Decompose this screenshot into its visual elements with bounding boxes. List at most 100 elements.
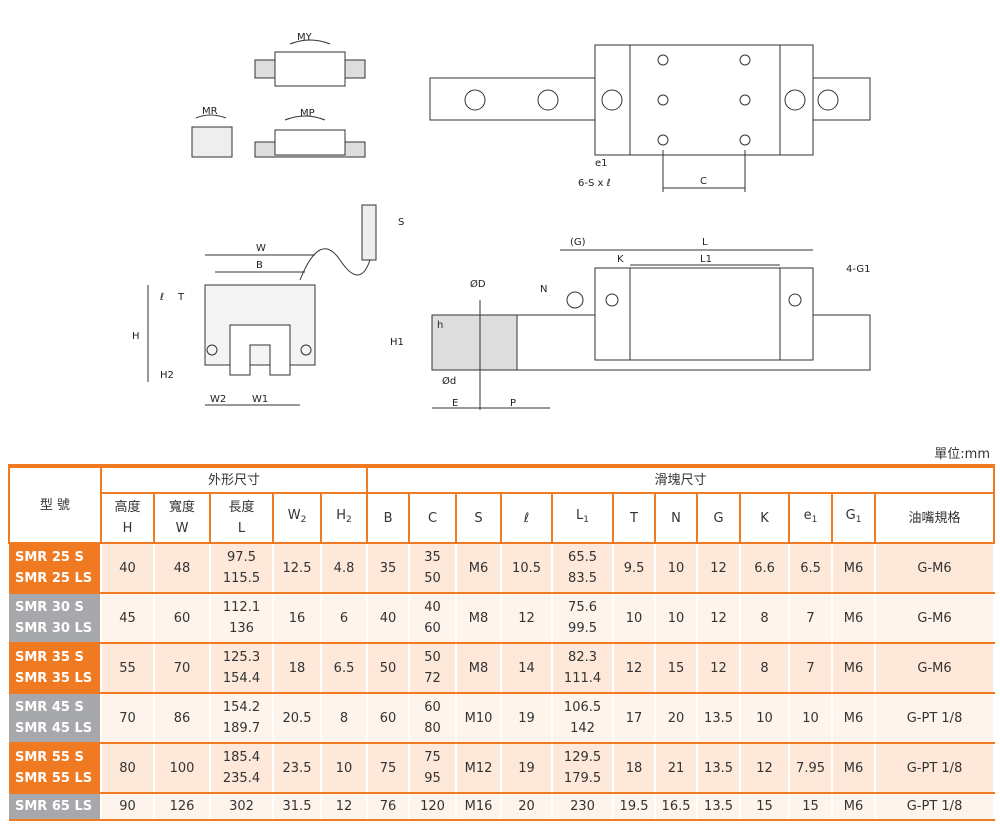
value-cell: G-M6 <box>875 643 996 694</box>
value-cell: 129.5 179.5 <box>552 743 615 794</box>
label-h: H <box>132 331 140 342</box>
value-cell: 18 <box>613 743 657 794</box>
value-cell: 90 <box>101 793 155 821</box>
value-cell: M6 <box>832 543 877 594</box>
value-cell: G-PT 1/8 <box>875 743 996 794</box>
label-w1: W1 <box>252 394 268 405</box>
value-cell: G-M6 <box>875 543 996 594</box>
value-cell: 302 <box>210 793 274 821</box>
column-header-label: 油嘴規格 <box>908 510 961 526</box>
value-cell: M12 <box>456 743 503 794</box>
value-cell: 19.5 <box>613 793 657 821</box>
technical-drawings: MY MR MP e1 6-S x ℓ C W B ℓ T H H2 W2 W1… <box>132 32 871 410</box>
column-header: C <box>408 492 458 544</box>
label-l-small: ℓ <box>160 292 164 303</box>
column-header: S <box>455 492 503 544</box>
model-name: SMR 35 LS <box>15 671 93 686</box>
value-cell: 55 <box>101 643 155 694</box>
column-header: e1 <box>788 492 834 544</box>
value-cell: 40 <box>101 543 155 594</box>
model-name: SMR 30 S <box>15 600 84 615</box>
value-cell: 35 <box>367 543 411 594</box>
value-cell: 154.2 189.7 <box>210 693 274 744</box>
value-cell: 65.5 83.5 <box>552 543 615 594</box>
value-cell: 9.5 <box>613 543 657 594</box>
column-header: W2 <box>272 492 322 544</box>
label-t: T <box>177 292 185 303</box>
value-cell: 185.4 235.4 <box>210 743 274 794</box>
label-my: MY <box>297 32 313 43</box>
label-s: S <box>398 217 404 228</box>
moment-mp-drawing: MP <box>254 108 366 158</box>
value-cell: 80 <box>101 743 155 794</box>
value-cell: 6.6 <box>740 543 791 594</box>
value-cell: 10 <box>655 593 699 644</box>
label-l: L <box>702 237 708 248</box>
label-e1: e1 <box>595 158 608 169</box>
value-cell: 12.5 <box>273 543 322 594</box>
model-name: SMR 45 S <box>15 700 84 715</box>
value-cell: 10 <box>789 693 834 744</box>
column-header-label: N <box>671 510 681 526</box>
value-cell: 18 <box>273 643 322 694</box>
label-l1: L1 <box>700 254 712 265</box>
value-cell: 10 <box>613 593 657 644</box>
column-header-label: K <box>760 510 769 526</box>
model-name: SMR 55 LS <box>15 771 93 786</box>
group-block-header: 滑塊尺寸 <box>366 465 996 494</box>
label-w: W <box>256 243 266 254</box>
value-cell: 10 <box>740 693 791 744</box>
model-cell: SMR 65 LS <box>9 793 102 821</box>
value-cell: 8 <box>740 593 791 644</box>
value-cell: 7 <box>789 643 834 694</box>
value-cell: 12 <box>697 543 742 594</box>
value-cell: 31.5 <box>273 793 322 821</box>
column-header-label: B <box>383 510 393 526</box>
value-cell: M6 <box>832 643 877 694</box>
value-cell: G-M6 <box>875 593 996 644</box>
model-name: SMR 25 S <box>15 550 84 565</box>
column-header-symbol: L <box>237 521 246 536</box>
value-cell: 15 <box>740 793 791 821</box>
moment-mr-drawing: MR <box>191 106 233 158</box>
value-cell: M6 <box>832 693 877 744</box>
value-cell: 75 95 <box>409 743 458 794</box>
model-name: SMR 30 LS <box>15 621 93 636</box>
value-cell: 60 80 <box>409 693 458 744</box>
value-cell: 8 <box>740 643 791 694</box>
value-cell: 16 <box>273 593 322 644</box>
value-cell: 12 <box>740 743 791 794</box>
column-header: G <box>696 492 742 544</box>
value-cell: M8 <box>456 593 503 644</box>
label-c: C <box>700 176 707 187</box>
column-header-label: 寬度 <box>168 500 195 515</box>
value-cell: 12 <box>321 793 369 821</box>
value-cell: 10.5 <box>501 543 554 594</box>
value-cell: 40 <box>367 593 411 644</box>
value-cell: 20 <box>655 693 699 744</box>
label-b: B <box>256 260 263 271</box>
value-cell: M8 <box>456 643 503 694</box>
value-cell: 21 <box>655 743 699 794</box>
value-cell: 40 60 <box>409 593 458 644</box>
value-cell: 14 <box>501 643 554 694</box>
moment-my-drawing: MY <box>254 32 366 87</box>
value-cell: 100 <box>154 743 211 794</box>
column-header-label: G1 <box>845 508 862 525</box>
value-cell: 45 <box>101 593 155 644</box>
label-od: ØD <box>470 278 486 290</box>
model-name: SMR 55 S <box>15 750 84 765</box>
value-cell: 70 <box>101 693 155 744</box>
column-header: H2 <box>319 492 369 544</box>
label-h-small: h <box>437 320 443 331</box>
column-header: G1 <box>831 492 877 544</box>
value-cell: M6 <box>456 543 503 594</box>
value-cell: 16.5 <box>655 793 699 821</box>
